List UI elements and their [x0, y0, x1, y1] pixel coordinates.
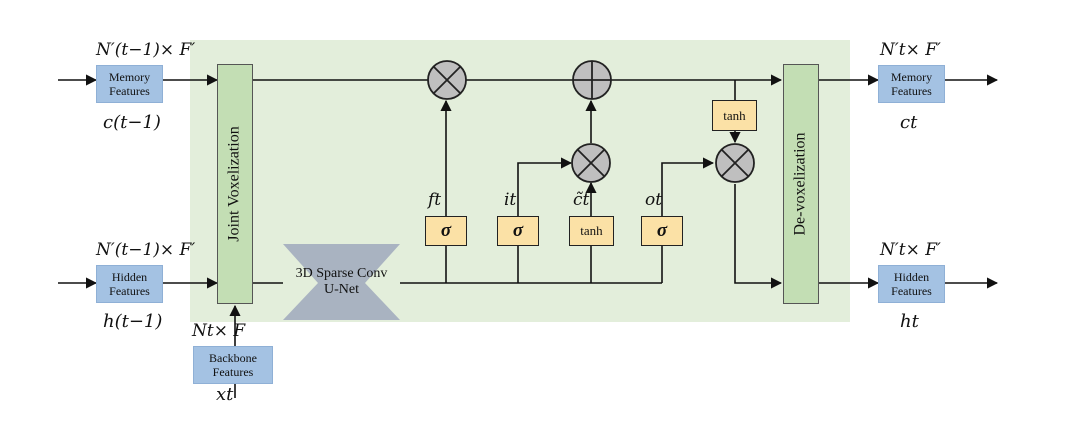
de-voxelization-block: De-voxelization — [783, 64, 819, 304]
input-multiply-icon — [571, 143, 611, 183]
c-t-symbol: ct — [900, 112, 918, 133]
f-t-symbol: ft — [428, 190, 442, 210]
joint-voxelization-label: Joint Voxelization — [226, 126, 243, 242]
memory-input-shape: N′(t−1)× F′ — [96, 40, 196, 60]
memory-output-shape: N′t× F′ — [880, 40, 941, 60]
output-tanh-box: tanh — [712, 100, 757, 131]
memory-features-output-box: Memory Features — [878, 65, 945, 103]
candidate-gate-tanh: tanh — [569, 216, 614, 246]
backbone-shape: Nt× F — [192, 321, 246, 341]
unet-label: 3D Sparse Conv U-Net — [295, 266, 388, 297]
forget-gate-sigma: σ — [425, 216, 467, 246]
hidden-features-output-box: Hidden Features — [878, 265, 945, 303]
h-t-symbol: ht — [900, 311, 919, 332]
i-gate-output — [517, 157, 573, 216]
hidden-input-shape: N′(t−1)× F′ — [96, 240, 196, 260]
memory-features-input-box: Memory Features — [96, 65, 163, 103]
c-tilde-t-symbol: c̃t — [573, 190, 590, 210]
joint-voxelization-block: Joint Voxelization — [217, 64, 253, 304]
hidden-to-devoxel-arrow — [734, 184, 783, 289]
output-multiply-icon — [715, 143, 755, 183]
forget-multiply-icon — [427, 60, 467, 100]
hidden-features-input-box: Hidden Features — [96, 265, 163, 303]
de-voxelization-label: De-voxelization — [792, 132, 810, 236]
c-prev-symbol: c(t−1) — [103, 112, 161, 133]
input-gate-sigma: σ — [497, 216, 539, 246]
h-prev-symbol: h(t−1) — [103, 311, 163, 332]
i-t-symbol: it — [504, 190, 517, 210]
x-t-symbol: xt — [216, 384, 234, 405]
backbone-features-box: Backbone Features — [193, 346, 273, 384]
add-icon — [572, 60, 612, 100]
output-gate-sigma: σ — [641, 216, 683, 246]
unet-shape — [283, 244, 400, 320]
o-gate-output — [661, 157, 715, 216]
o-t-symbol: ot — [645, 190, 663, 210]
hidden-output-shape: N′t× F′ — [880, 240, 941, 260]
